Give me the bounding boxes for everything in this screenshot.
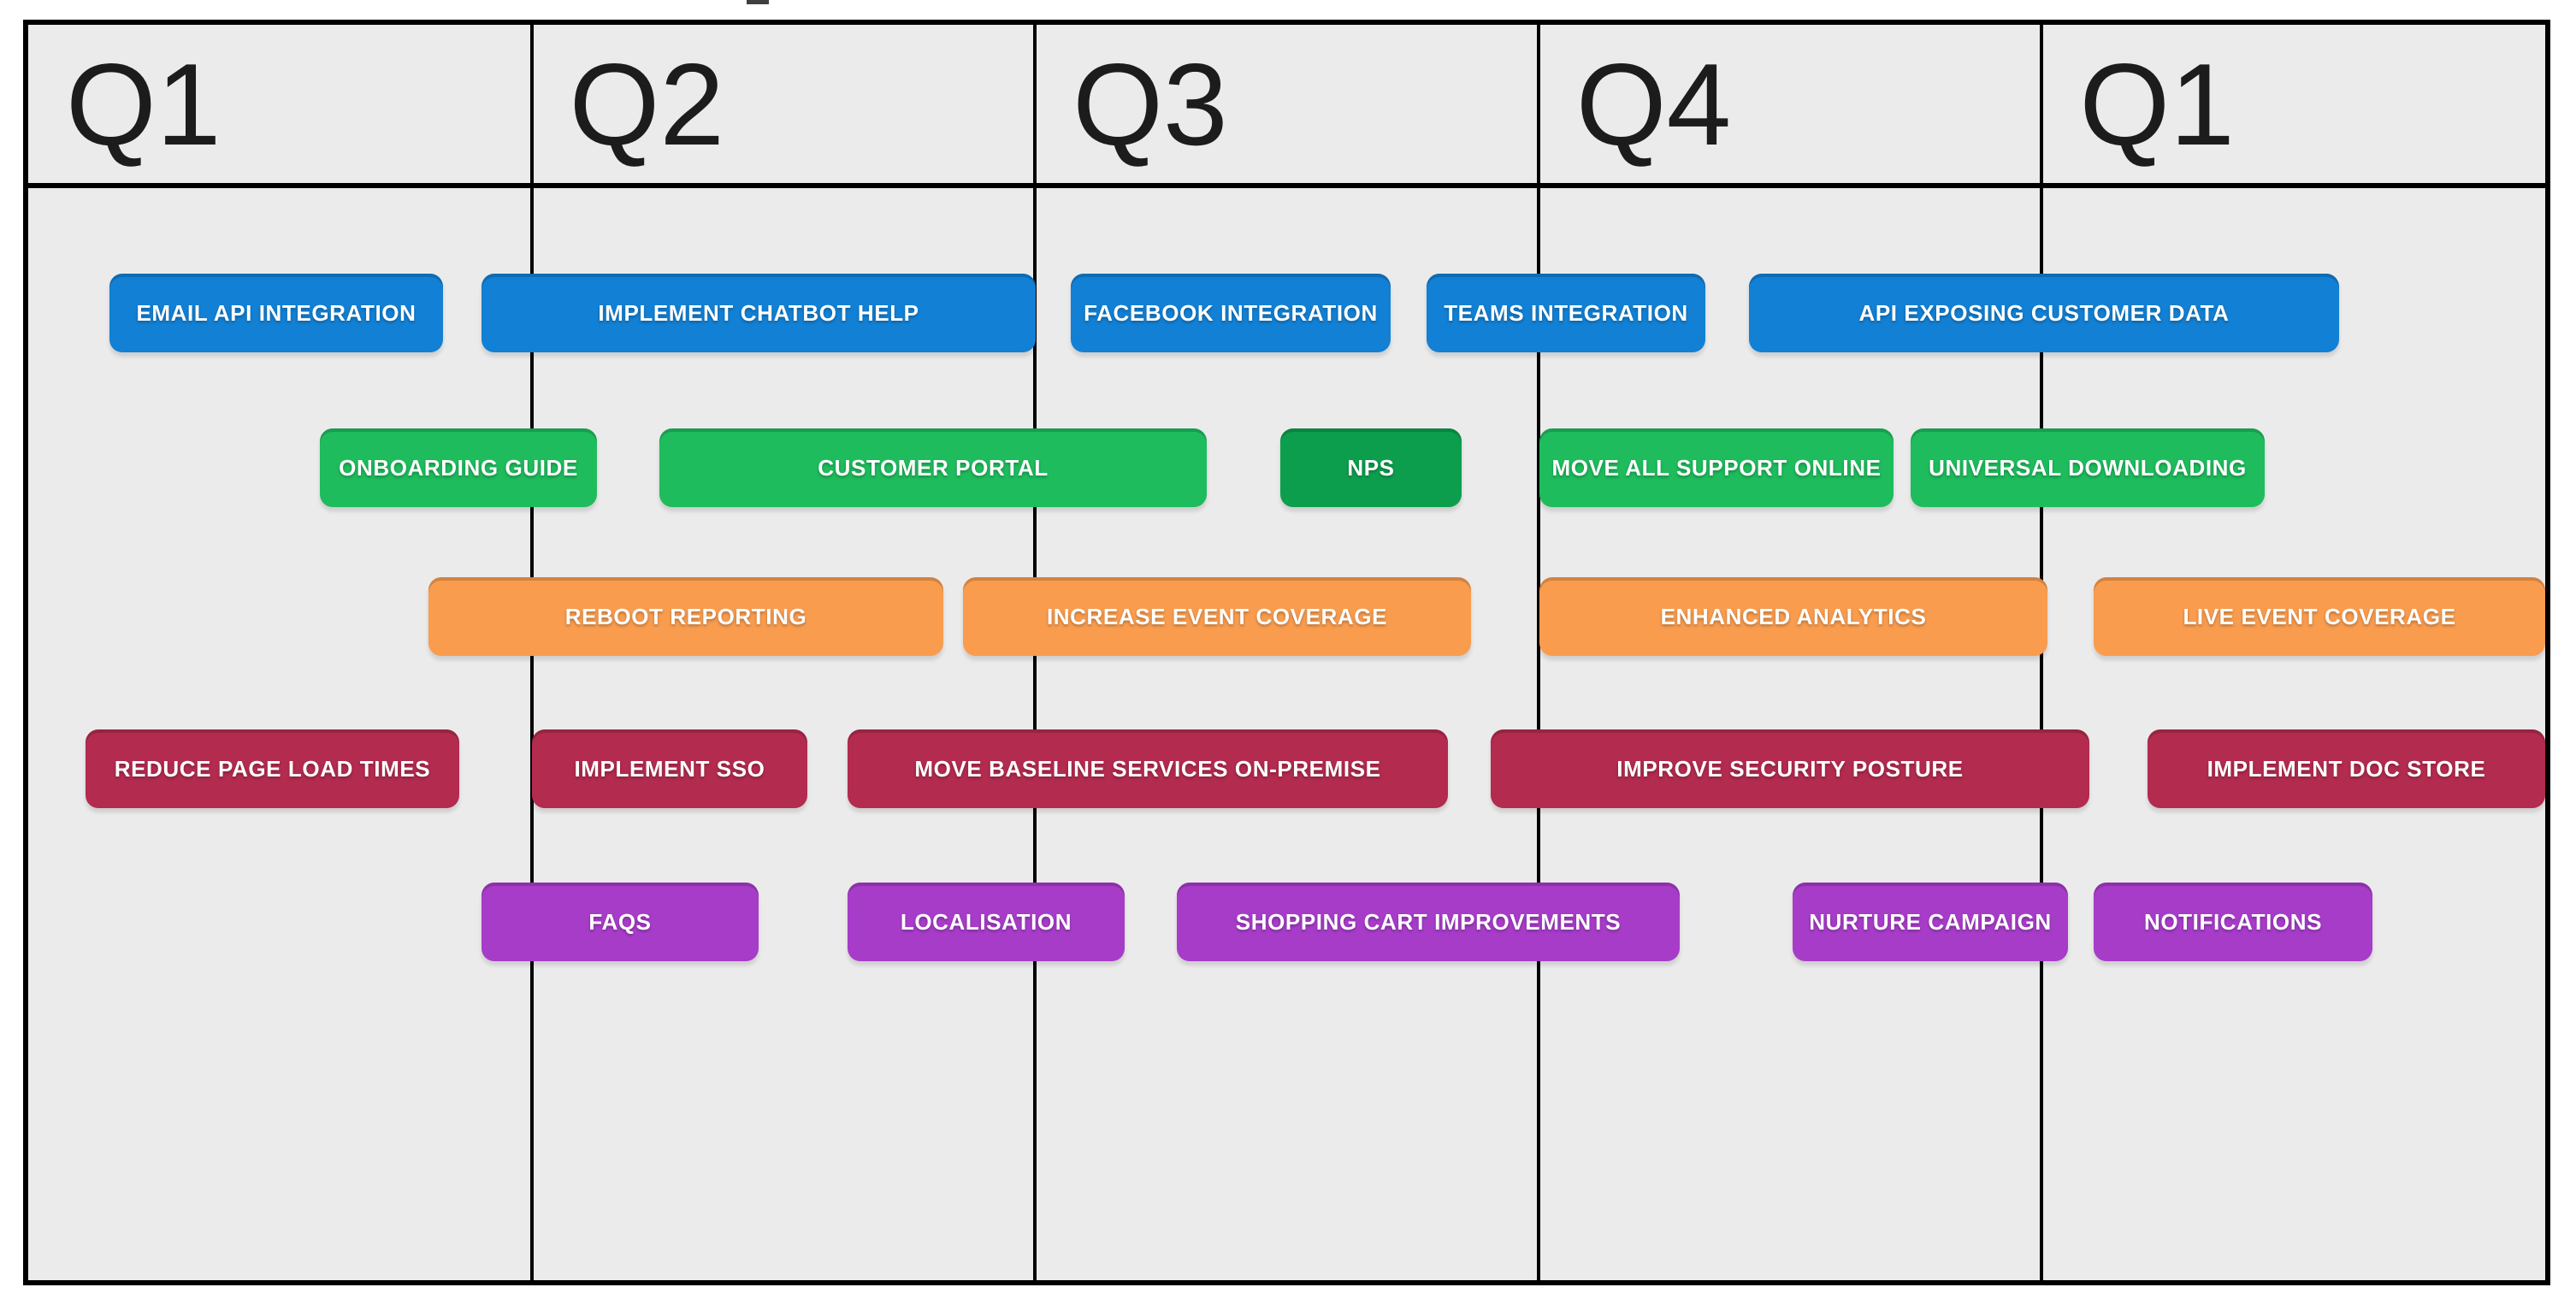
bar-reboot-reporting[interactable]: REBOOT REPORTING [428,577,943,656]
bar-increase-event-coverage[interactable]: INCREASE EVENT COVERAGE [963,577,1471,656]
header-divider-line [23,183,2550,188]
bar-onboarding-guide[interactable]: ONBOARDING GUIDE [320,428,597,507]
bar-shopping-cart-improvements[interactable]: SHOPPING CART IMPROVEMENTS [1177,883,1680,961]
quarter-header-2-q2[interactable]: Q2 [569,38,725,169]
bar-implement-sso[interactable]: IMPLEMENT SSO [532,729,807,808]
bar-live-event-coverage[interactable]: LIVE EVENT COVERAGE [2094,577,2545,656]
column-divider-line [1536,25,1540,1285]
bar-facebook-integration[interactable]: FACEBOOK INTEGRATION [1071,274,1391,352]
quarter-header-4-q4[interactable]: Q4 [1575,38,1732,169]
bar-universal-downloading[interactable]: UNIVERSAL DOWNLOADING [1911,428,2265,507]
bar-teams-integration[interactable]: TEAMS INTEGRATION [1427,274,1705,352]
quarter-header-1-q1[interactable]: Q1 [66,38,222,169]
bar-faqs[interactable]: FAQS [482,883,759,961]
column-divider-line [2040,25,2044,1285]
bar-move-all-support-online[interactable]: MOVE ALL SUPPORT ONLINE [1539,428,1894,507]
bar-move-baseline-services-on-premise[interactable]: MOVE BASELINE SERVICES ON-PREMISE [848,729,1448,808]
bar-implement-doc-store[interactable]: IMPLEMENT DOC STORE [2148,729,2545,808]
bar-api-exposing-customer-data[interactable]: API EXPOSING CUSTOMER DATA [1749,274,2339,352]
bar-email-api-integration[interactable]: EMAIL API INTEGRATION [109,274,443,352]
bar-nps[interactable]: NPS [1280,428,1462,507]
cropped-title-artifact [747,0,769,4]
bar-notifications[interactable]: NOTIFICATIONS [2094,883,2372,961]
quarter-header-5-q1[interactable]: Q1 [2079,38,2235,169]
bar-reduce-page-load-times[interactable]: REDUCE PAGE LOAD TIMES [86,729,459,808]
quarter-header-3-q3[interactable]: Q3 [1072,38,1228,169]
bar-implement-chatbot-help[interactable]: IMPLEMENT CHATBOT HELP [482,274,1036,352]
bar-customer-portal[interactable]: CUSTOMER PORTAL [659,428,1207,507]
bar-localisation[interactable]: LOCALISATION [848,883,1125,961]
bar-improve-security-posture[interactable]: IMPROVE SECURITY POSTURE [1491,729,2089,808]
bar-nurture-campaign[interactable]: NURTURE CAMPAIGN [1793,883,2068,961]
bar-enhanced-analytics[interactable]: ENHANCED ANALYTICS [1539,577,2047,656]
